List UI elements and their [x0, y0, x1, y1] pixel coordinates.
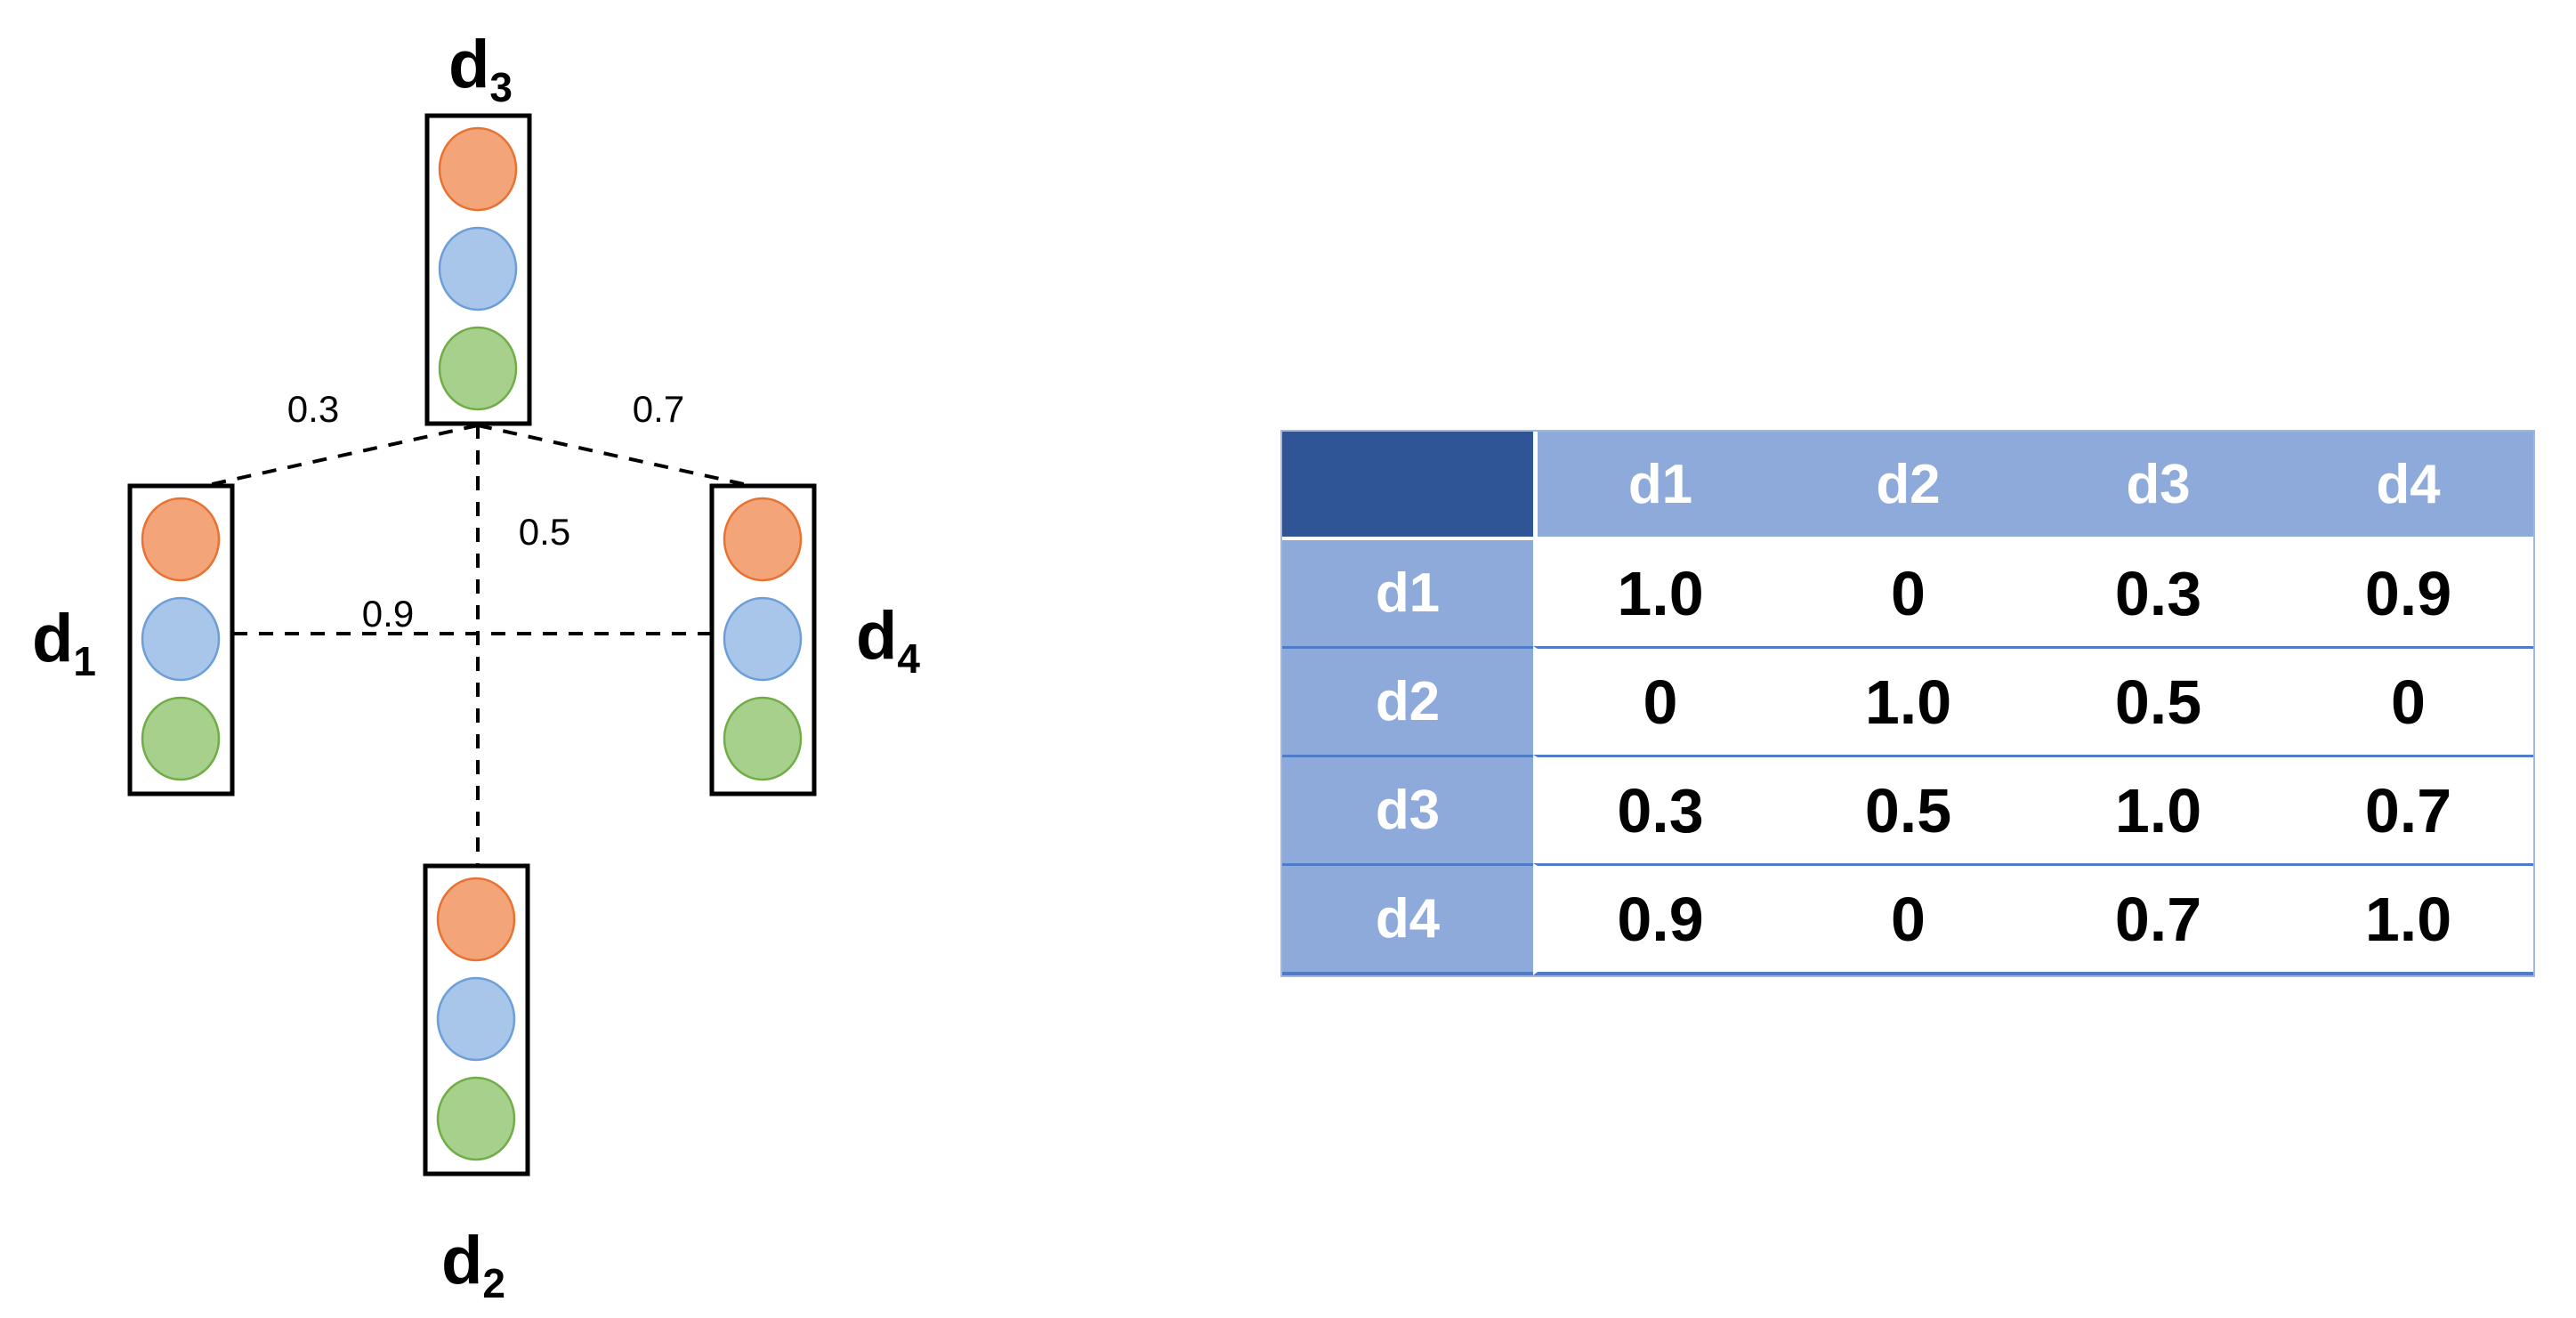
node-label-d1-base: d — [32, 601, 73, 676]
node-label-d3: d3 — [448, 27, 513, 110]
node-label-d4-sub: 4 — [897, 635, 920, 682]
d4-token-orange — [723, 497, 803, 582]
node-d4 — [709, 483, 817, 796]
node-label-d3-base: d — [448, 27, 489, 102]
edge-d3-d4-line — [477, 424, 753, 488]
edge-weight-d3-d1: 0.3 — [287, 388, 339, 430]
matrix-cell-d4-d3: 0.7 — [2033, 863, 2283, 975]
matrix-cell-d2-d2: 1.0 — [1783, 646, 2033, 755]
node-label-d3-sub: 3 — [489, 64, 513, 110]
matrix-header-row: d1 d2 d3 d4 — [1282, 432, 2533, 537]
matrix-cell-d1-d1: 1.0 — [1533, 537, 1783, 646]
matrix-col-header-d3: d3 — [2033, 432, 2283, 537]
matrix-cell-d3-d3: 1.0 — [2033, 755, 2283, 863]
node-label-d4: d4 — [856, 598, 920, 682]
matrix-cell-d2-d4: 0 — [2283, 646, 2533, 755]
matrix-row-header-d4: d4 — [1282, 863, 1533, 975]
matrix-row-header-d2: d2 — [1282, 646, 1533, 755]
matrix-cell-d3-d1: 0.3 — [1533, 755, 1783, 863]
d1-token-blue — [141, 596, 221, 682]
matrix-cell-d4-d2: 0 — [1783, 863, 2033, 975]
node-label-d1-sub: 1 — [73, 638, 96, 684]
matrix-col-header-d4: d4 — [2283, 432, 2533, 537]
node-d1 — [127, 483, 235, 796]
edge-weight-d1-d4: 0.9 — [362, 593, 414, 635]
matrix-cell-d3-d2: 0.5 — [1783, 755, 2033, 863]
edge-weight-d3-d2: 0.5 — [519, 511, 570, 553]
edge-d3-d1-line — [199, 424, 479, 489]
matrix-cell-d3-d4: 0.7 — [2283, 755, 2533, 863]
d2-token-green — [436, 1076, 516, 1161]
matrix-row-header-d3: d3 — [1282, 755, 1533, 863]
matrix-cell-d2-d1: 0 — [1533, 646, 1783, 755]
matrix-corner-cell — [1282, 432, 1533, 537]
matrix-col-header-d1: d1 — [1533, 432, 1783, 537]
node-label-d2-sub: 2 — [482, 1260, 505, 1306]
matrix-cell-d1-d4: 0.9 — [2283, 537, 2533, 646]
node-label-d1: d1 — [32, 601, 96, 684]
matrix-row-d2: d2 0 1.0 0.5 0 — [1282, 646, 2533, 755]
matrix-row-d4: d4 0.9 0 0.7 1.0 — [1282, 863, 2533, 975]
similarity-matrix-table: d1 d2 d3 d4 d1 1.0 0 0.3 0.9 d2 0 1.0 0.… — [1280, 430, 2535, 977]
node-d2 — [423, 863, 530, 1176]
d4-token-green — [723, 696, 803, 781]
matrix-cell-d2-d3: 0.5 — [2033, 646, 2283, 755]
matrix-cell-d1-d2: 0 — [1783, 537, 2033, 646]
d1-token-green — [141, 696, 221, 781]
matrix-row-header-d1: d1 — [1282, 537, 1533, 646]
matrix-cell-d4-d4: 1.0 — [2283, 863, 2533, 975]
node-label-d2-base: d — [441, 1223, 482, 1298]
matrix-row-d1: d1 1.0 0 0.3 0.9 — [1282, 537, 2533, 646]
d1-token-orange — [141, 497, 221, 582]
d2-token-orange — [436, 877, 516, 962]
node-label-d2: d2 — [441, 1223, 505, 1306]
d2-token-blue — [436, 976, 516, 1062]
d4-token-blue — [723, 596, 803, 682]
matrix-row-d3: d3 0.3 0.5 1.0 0.7 — [1282, 755, 2533, 863]
d3-token-blue — [438, 226, 518, 311]
d3-token-green — [438, 326, 518, 411]
matrix-cell-d4-d1: 0.9 — [1533, 863, 1783, 975]
d3-token-orange — [438, 126, 518, 212]
matrix-cell-d1-d3: 0.3 — [2033, 537, 2283, 646]
node-label-d4-base: d — [856, 598, 897, 674]
node-d3 — [424, 113, 532, 426]
matrix-col-header-d2: d2 — [1783, 432, 2033, 537]
edge-weight-d3-d4: 0.7 — [633, 388, 684, 430]
